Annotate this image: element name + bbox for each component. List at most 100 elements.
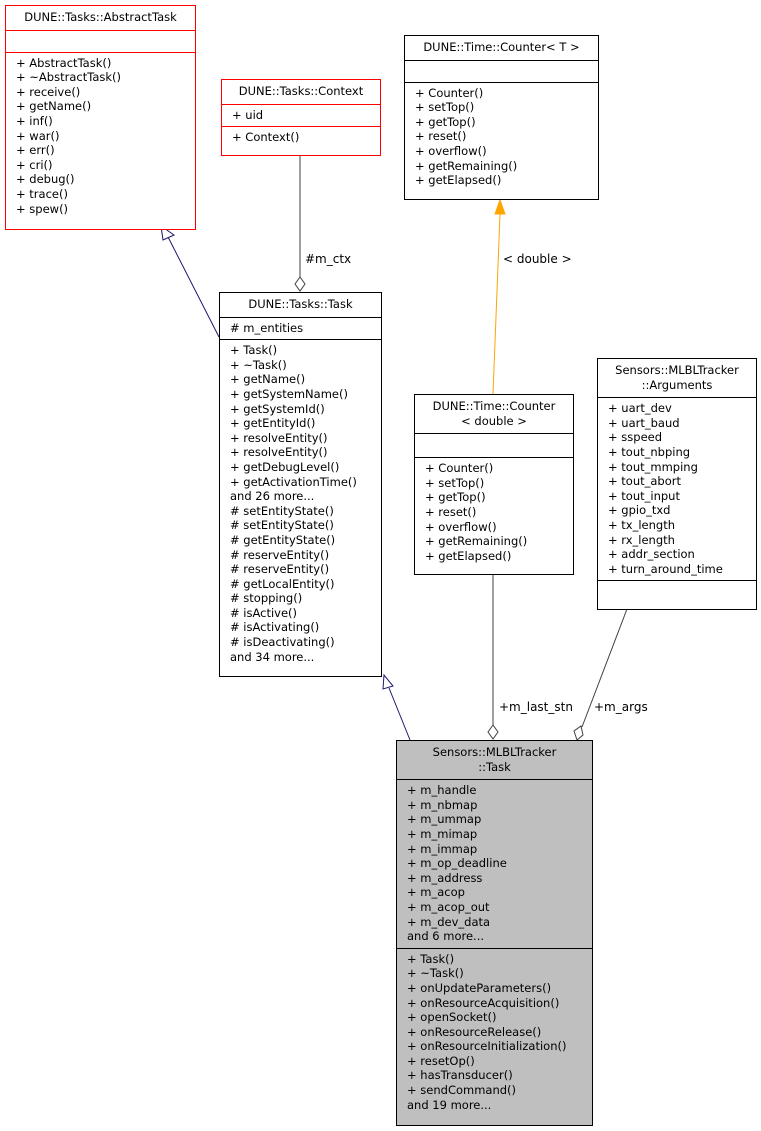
- method: + onUpdateParameters(): [407, 980, 552, 995]
- method: + setTop(): [415, 100, 475, 115]
- title-line: DUNE::Tasks::Context: [238, 84, 364, 98]
- method: # isActivating(): [230, 620, 320, 635]
- method: + getActivationTime(): [230, 474, 357, 489]
- method: # reserveEntity(): [230, 547, 330, 562]
- method: # getEntityState(): [230, 532, 336, 547]
- attribute: + m_acop: [407, 885, 465, 900]
- method: + trace(): [16, 186, 68, 201]
- attribute: + uart_baud: [608, 415, 680, 430]
- method: + getElapsed(): [415, 173, 502, 188]
- method: and 19 more...: [407, 1097, 492, 1112]
- class-title: DUNE::Tasks::Context: [222, 80, 380, 104]
- attribute: + m_mimap: [407, 826, 478, 841]
- method: + Counter(): [425, 461, 494, 476]
- diamond-context: [294, 276, 306, 292]
- method: + overflow(): [415, 143, 487, 158]
- method: + AbstractTask(): [16, 55, 112, 70]
- attribute: + tx_length: [608, 517, 676, 532]
- title-line: < double >: [461, 413, 527, 428]
- method: + onResourceInitialization(): [407, 1039, 567, 1054]
- method: + reset(): [425, 504, 477, 519]
- method: + ~AbstractTask(): [16, 70, 121, 85]
- template-arrowhead-counter: [494, 198, 506, 215]
- attributes-section: [405, 59, 598, 82]
- inherit-edge-task: [388, 687, 411, 741]
- attribute: + m_dev_data: [407, 914, 491, 929]
- methods-section: + Counter() + setTop() + getTop() + rese…: [415, 457, 573, 567]
- method: + cri(): [16, 157, 53, 172]
- method: + onResourceAcquisition(): [407, 995, 560, 1010]
- attribute: + m_op_deadline: [407, 856, 507, 871]
- title-line: DUNE::Tasks::AbstractTask: [24, 10, 177, 24]
- attribute: + m_address: [407, 870, 483, 885]
- method: + resetOp(): [407, 1053, 475, 1068]
- method: + hasTransducer(): [407, 1068, 513, 1083]
- class-title: DUNE::Tasks::AbstractTask: [6, 6, 195, 30]
- method: + openSocket(): [407, 1010, 497, 1025]
- method: + getName(): [16, 99, 92, 114]
- method: + resolveEntity(): [230, 445, 328, 460]
- attribute: + gpio_txd: [608, 503, 671, 518]
- method: and 26 more...: [230, 489, 315, 504]
- method: + spew(): [16, 201, 69, 216]
- class-title: Sensors::MLBLTracker ::Arguments: [598, 359, 756, 397]
- edge-label-m-args: +m_args: [594, 700, 648, 714]
- method: + receive(): [16, 84, 81, 99]
- method: + getTop(): [425, 490, 486, 505]
- method: + Task(): [230, 343, 278, 358]
- title-line: ::Task: [478, 759, 511, 774]
- attribute: + rx_length: [608, 532, 675, 547]
- method: + getRemaining(): [425, 534, 528, 549]
- template-edge-counter: [492, 213, 501, 395]
- usage-edge-arguments: [581, 608, 628, 728]
- method: + getName(): [230, 372, 306, 387]
- method: + reset(): [415, 129, 467, 144]
- class-task: DUNE::Tasks::Task # m_entities + Task() …: [219, 292, 382, 677]
- class-context: DUNE::Tasks::Context + uid + Context(): [221, 79, 381, 156]
- method: and 34 more...: [230, 649, 315, 664]
- method: + resolveEntity(): [230, 430, 328, 445]
- attribute: + tout_input: [608, 488, 680, 503]
- method: + err(): [16, 143, 55, 158]
- method: + inf(): [16, 113, 53, 128]
- title-line: DUNE::Time::Counter< T >: [423, 40, 580, 54]
- methods-section: + Task() + ~Task() + getName() + getSyst…: [220, 339, 381, 668]
- method: + getSystemName(): [230, 386, 348, 401]
- method: + onResourceRelease(): [407, 1024, 542, 1039]
- class-arguments: Sensors::MLBLTracker ::Arguments + uart_…: [597, 358, 757, 610]
- title-line: Sensors::MLBLTracker: [432, 745, 557, 759]
- method: + getDebugLevel(): [230, 459, 340, 474]
- method: + Context(): [232, 130, 300, 145]
- method: # setEntityState(): [230, 518, 334, 533]
- attributes-section: + m_handle + m_nbmap + m_ummap + m_mimap…: [397, 779, 592, 948]
- methods-section: + Counter() + setTop() + getTop() + rese…: [405, 81, 598, 192]
- method: + ~Task(): [230, 357, 287, 372]
- edge-label-m-last-stn: +m_last_stn: [499, 700, 573, 714]
- class-counter-template: DUNE::Time::Counter< T > + Counter() + s…: [404, 35, 599, 200]
- class-mlbl-task: Sensors::MLBLTracker ::Task + m_handle +…: [396, 740, 593, 1126]
- method: + ~Task(): [407, 966, 464, 981]
- method: + sendCommand(): [407, 1083, 517, 1098]
- methods-section: + AbstractTask() + ~AbstractTask() + rec…: [6, 51, 195, 221]
- attributes-section: + uart_dev + uart_baud + sspeed + tout_n…: [598, 397, 756, 580]
- method: + debug(): [16, 172, 75, 187]
- class-title: Sensors::MLBLTracker ::Task: [397, 741, 592, 779]
- attribute: + uid: [232, 107, 264, 122]
- attributes-section: + uid: [222, 103, 380, 127]
- edge-label-m-ctx: #m_ctx: [305, 252, 352, 266]
- inherit-arrowhead-task: [382, 673, 394, 690]
- method: + Counter(): [415, 85, 484, 100]
- method: + setTop(): [425, 475, 485, 490]
- method: + Task(): [407, 951, 455, 966]
- class-abstract-task: DUNE::Tasks::AbstractTask + AbstractTask…: [5, 5, 196, 230]
- attribute: + turn_around_time: [608, 561, 723, 576]
- attribute: + m_handle: [407, 783, 477, 798]
- method: + getEntityId(): [230, 416, 316, 431]
- method: # isDeactivating(): [230, 635, 335, 650]
- class-title: DUNE::Time::Counter < double >: [415, 395, 573, 433]
- attribute: + sspeed: [608, 430, 663, 445]
- method: + getRemaining(): [415, 158, 518, 173]
- methods-section: + Task() + ~Task() + onUpdateParameters(…: [397, 947, 592, 1117]
